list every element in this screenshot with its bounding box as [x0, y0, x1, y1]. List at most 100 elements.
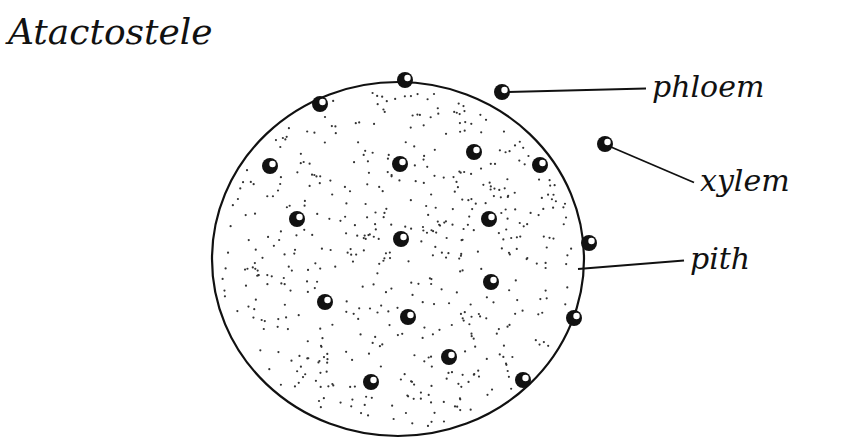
stipple-dot	[382, 108, 384, 110]
stipple-dot	[227, 252, 229, 254]
stele-outline	[212, 82, 584, 436]
stipple-dot	[438, 329, 440, 331]
stipple-dot	[433, 93, 435, 95]
stipple-dot	[522, 147, 524, 149]
stipple-dot	[490, 185, 492, 187]
xylem-spot	[573, 313, 579, 319]
stipple-dot	[339, 220, 341, 222]
stipple-dot	[390, 175, 392, 177]
stipple-dot	[490, 188, 492, 190]
stipple-dot	[437, 107, 439, 109]
stipple-dot	[416, 93, 418, 95]
stipple-dot	[445, 220, 447, 222]
stipple-dot	[360, 412, 362, 414]
phloem-dot	[566, 310, 582, 326]
stipple-dot	[319, 175, 321, 177]
stipple-dot	[329, 179, 331, 181]
stipple-dot	[314, 287, 316, 289]
stipple-dot	[347, 252, 349, 254]
stipple-dot	[377, 103, 379, 105]
stipple-dot	[253, 183, 255, 185]
stipple-dot	[503, 130, 505, 132]
stipple-dot	[280, 384, 282, 386]
stipple-dot	[379, 345, 381, 347]
stipple-dot	[482, 184, 484, 186]
stipple-dot	[237, 198, 239, 200]
stipple-dot	[254, 262, 256, 264]
stipple-dot	[373, 236, 375, 238]
stipple-dot	[460, 313, 462, 315]
stipple-dot	[282, 137, 284, 139]
stipple-dot	[547, 345, 549, 347]
part-label: phloem	[652, 72, 764, 102]
xylem-spot	[501, 87, 507, 93]
stipple-dot	[504, 151, 506, 153]
phloem-dot	[532, 157, 548, 173]
stipple-dot	[493, 195, 495, 197]
stipple-dot	[364, 404, 366, 406]
stipple-dot	[331, 125, 333, 127]
stipple-dot	[471, 208, 473, 210]
stipple-dot	[422, 337, 424, 339]
xylem-spot	[490, 277, 496, 283]
stipple-dot	[566, 286, 568, 288]
stipple-dot	[536, 262, 538, 264]
stipple-dot	[345, 232, 347, 234]
stipple-dot	[486, 394, 488, 396]
stipple-dot	[416, 113, 418, 115]
stipple-dot	[332, 100, 334, 102]
stipple-dot	[319, 328, 321, 330]
stipple-dot	[246, 268, 248, 270]
stipple-dot	[462, 228, 464, 230]
stipple-dot	[464, 130, 466, 132]
stipple-dot	[414, 164, 416, 166]
stipple-dot	[383, 212, 385, 214]
stipple-dot	[365, 396, 367, 398]
stipple-dot	[328, 218, 330, 220]
stipple-dot	[516, 299, 518, 301]
stipple-dot	[350, 405, 352, 407]
xylem-spot	[473, 147, 479, 153]
stipple-dot	[443, 420, 445, 422]
stipple-dot	[250, 181, 252, 183]
stipple-dot	[458, 257, 460, 259]
stipple-dot	[485, 202, 487, 204]
stipple-dot	[413, 354, 415, 356]
stipple-dot	[286, 206, 288, 208]
stipple-dot	[358, 121, 360, 123]
stipple-dot	[454, 405, 456, 407]
stipple-dot	[543, 341, 545, 343]
stipple-dot	[460, 239, 462, 241]
stipple-dot	[515, 279, 517, 281]
stipple-dot	[239, 187, 241, 189]
phloem-dot	[597, 136, 613, 152]
stipple-dot	[354, 386, 356, 388]
stipple-dot	[344, 186, 346, 188]
stipple-dot	[316, 213, 318, 215]
stipple-dot	[296, 370, 298, 372]
stipple-dot	[382, 190, 384, 192]
xylem-spot	[407, 312, 413, 318]
stipple-dot	[459, 131, 461, 133]
stipple-dot	[320, 345, 322, 347]
stipple-dot	[471, 335, 473, 337]
stipple-dot	[498, 189, 500, 191]
xylem-spot	[319, 99, 325, 105]
stipple-dot	[304, 373, 306, 375]
stipple-dot	[319, 372, 321, 374]
stipple-dot	[422, 226, 424, 228]
stipple-dot	[261, 319, 263, 321]
vascular-bundle	[393, 231, 409, 247]
stipple-dot	[378, 263, 380, 265]
stipple-dot	[504, 187, 506, 189]
stipple-dot	[435, 232, 437, 234]
stipple-dot	[253, 308, 255, 310]
stipple-dot	[433, 303, 435, 305]
stipple-dot	[385, 291, 387, 293]
stipple-dot	[523, 225, 525, 227]
stipple-dot	[506, 178, 508, 180]
stipple-dot	[290, 360, 292, 362]
stipple-dot	[518, 159, 520, 161]
